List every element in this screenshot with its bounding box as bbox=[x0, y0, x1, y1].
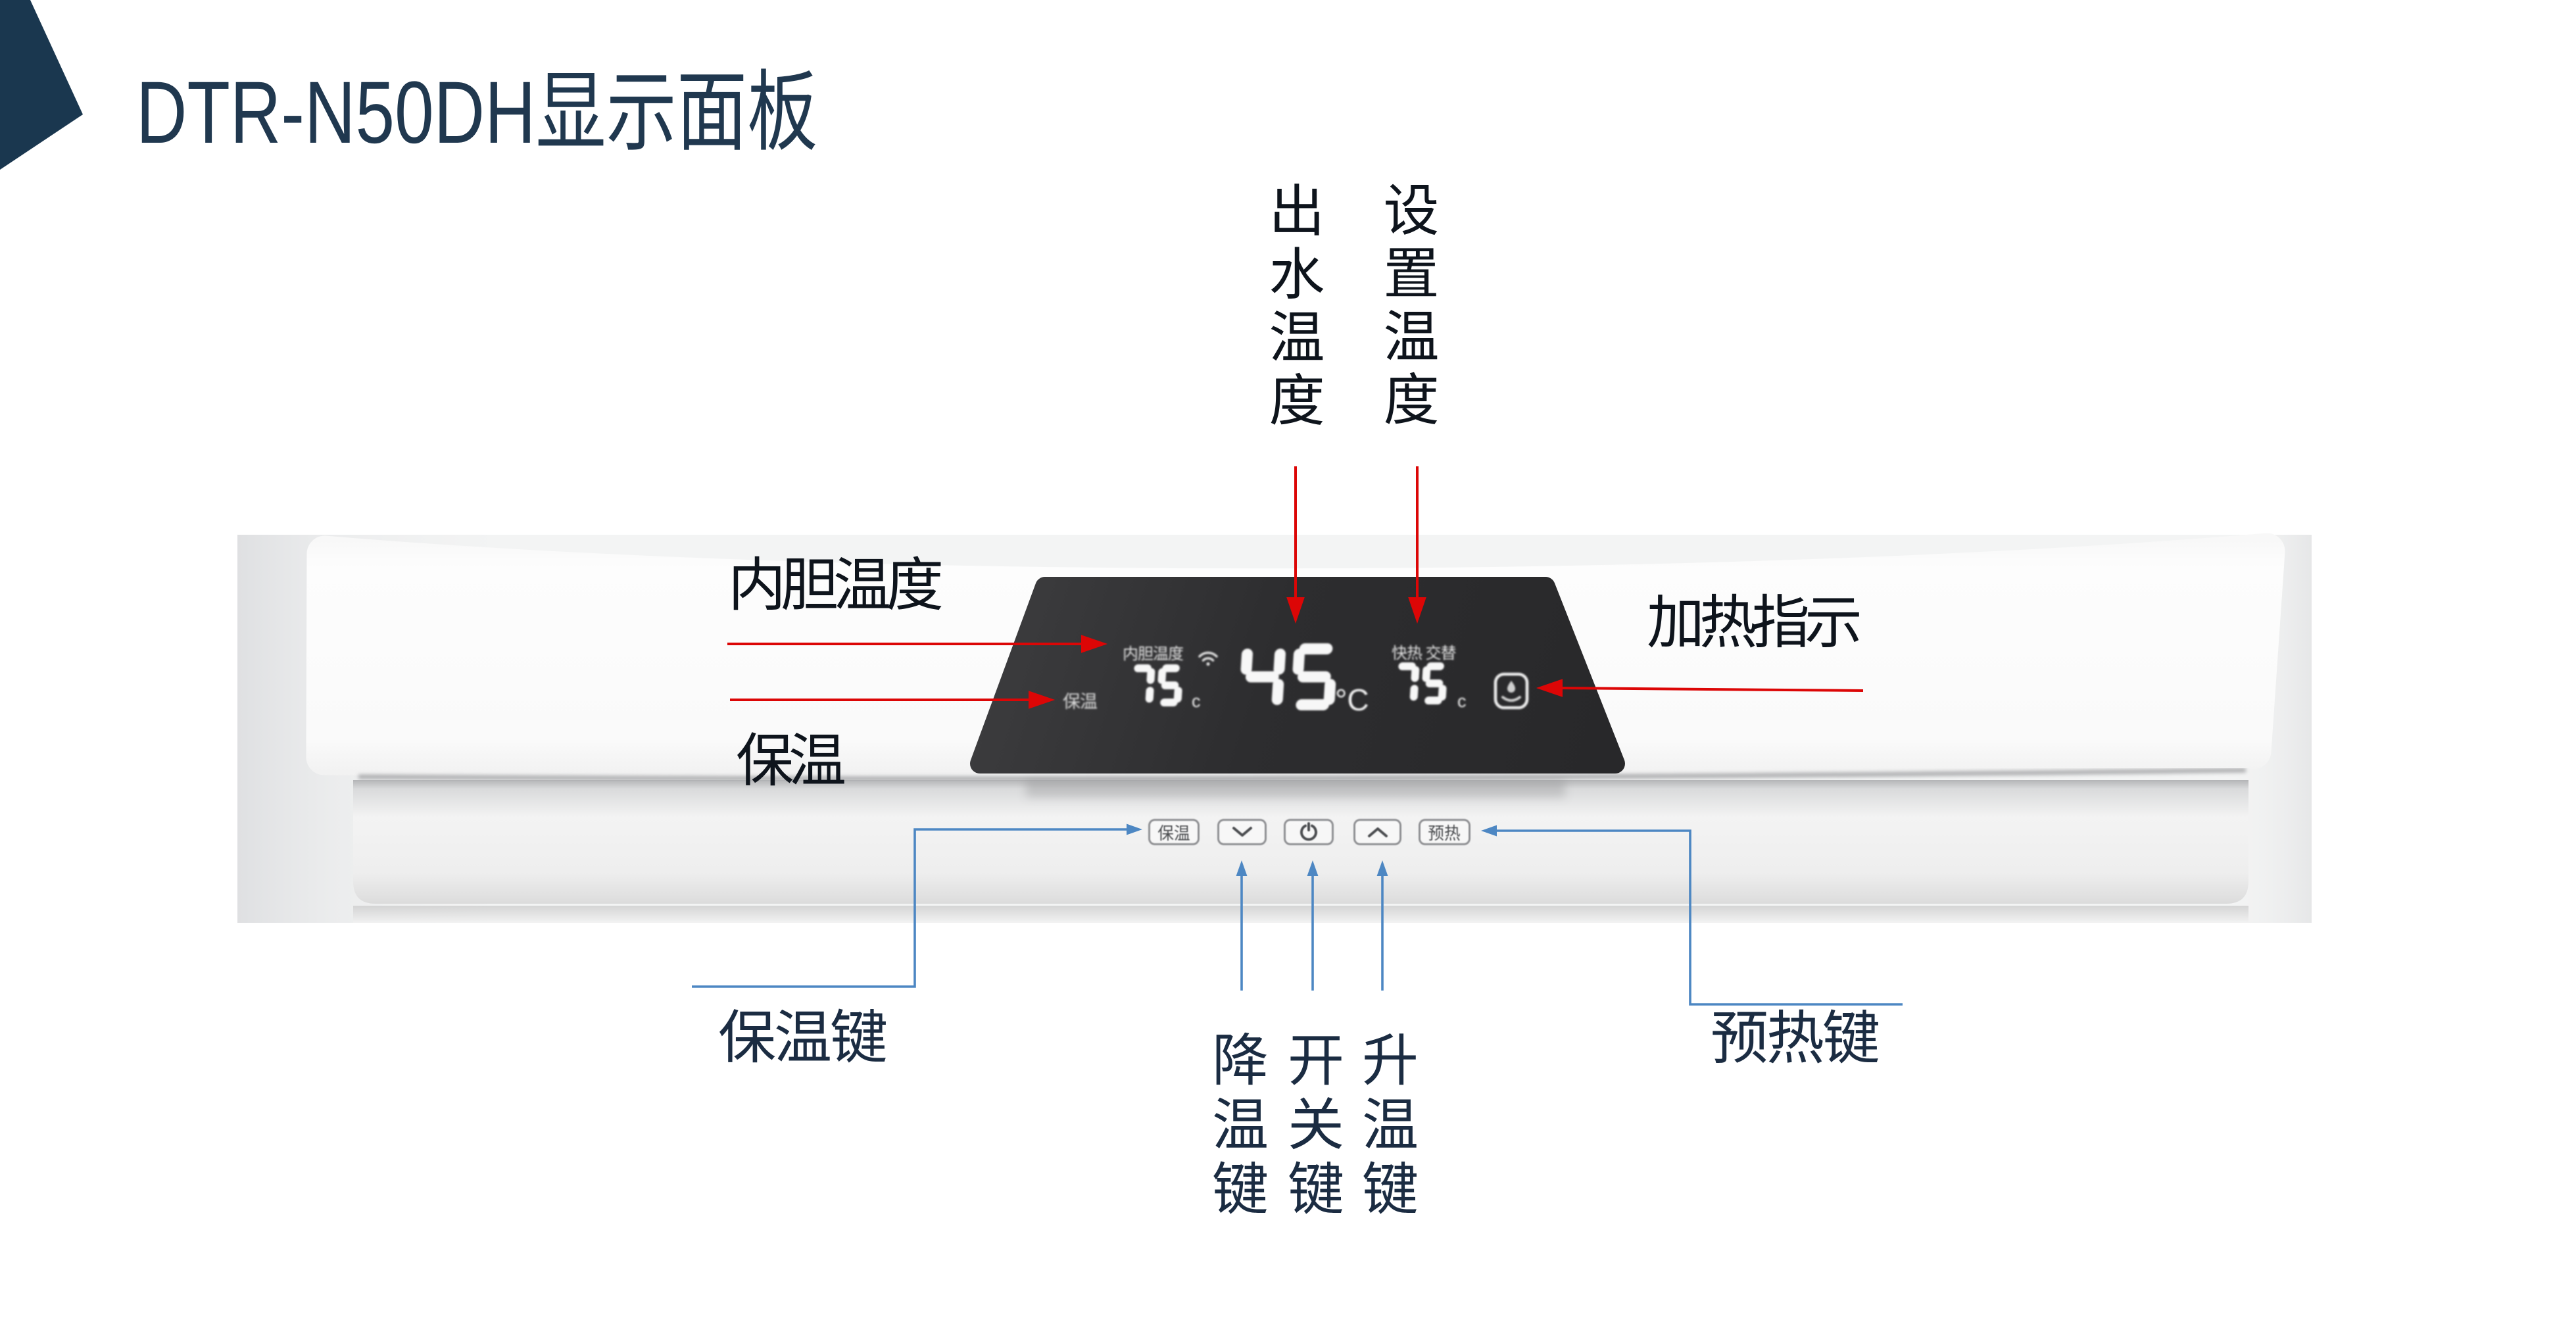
display-set-temp-value bbox=[1398, 662, 1447, 704]
device-button-temp-down[interactable] bbox=[1217, 819, 1267, 845]
annotation-power-key: 开关键 bbox=[1288, 1029, 1344, 1221]
panel-body-crease bbox=[358, 768, 2247, 781]
display-outlet-temp-value bbox=[1240, 643, 1336, 710]
line-preheat-key-head bbox=[1481, 825, 1497, 837]
arrow-outlet-temp-head bbox=[1286, 597, 1305, 624]
arrow-keep-warm-head bbox=[1029, 691, 1056, 709]
device-button-preheat[interactable]: 预热 bbox=[1419, 819, 1470, 845]
page-title: DTR-N50DH显示面板 bbox=[136, 64, 818, 162]
device-button-keep-warm-label: 保温 bbox=[1157, 823, 1190, 843]
arrow-set-temp-head bbox=[1408, 597, 1426, 624]
arrow-tank-temp-head bbox=[1081, 635, 1108, 653]
annotation-keep-warm: 保温 bbox=[736, 728, 846, 793]
annotation-preheat-key: 预热键 bbox=[1711, 1006, 1880, 1071]
line-keep-warm-key-head bbox=[1127, 823, 1142, 835]
power-icon bbox=[1300, 822, 1317, 841]
line-temp-up-key-head bbox=[1376, 860, 1388, 876]
annotation-keep-warm-key: 保温键 bbox=[718, 1005, 888, 1070]
annotation-temp-up-key: 升温键 bbox=[1362, 1029, 1419, 1221]
device-button-power[interactable] bbox=[1284, 819, 1334, 845]
display-content: 内胆温度 c 保温 °C 快热 交替 c bbox=[1063, 643, 1529, 717]
line-temp-down-key-head bbox=[1236, 860, 1248, 876]
annotation-outlet-temp: 出水温度 bbox=[1269, 181, 1325, 433]
annotation-set-temp: 设置温度 bbox=[1383, 180, 1440, 432]
red-annotation-arrows bbox=[727, 466, 1864, 709]
device-button-preheat-label: 预热 bbox=[1428, 823, 1461, 843]
display-tank-temp-unit: c bbox=[1192, 691, 1201, 711]
line-power-key-head bbox=[1307, 860, 1319, 876]
display-set-temp-label: 快热 交替 bbox=[1392, 645, 1457, 662]
product-photo: 内胆温度 c 保温 °C 快热 交替 c bbox=[237, 533, 2312, 923]
line-preheat-key bbox=[1495, 829, 1903, 1006]
arrow-heating-indicator-head bbox=[1536, 679, 1563, 697]
display-tank-temp-label: 内胆温度 bbox=[1123, 645, 1184, 663]
device-button-temp-up[interactable] bbox=[1353, 819, 1401, 845]
arrow-heating-indicator bbox=[1557, 687, 1864, 692]
annotation-temp-down-key: 降温键 bbox=[1212, 1029, 1269, 1221]
display-set-temp-unit: c bbox=[1457, 691, 1467, 711]
display-reflection bbox=[1026, 780, 1565, 797]
display-window bbox=[970, 577, 1625, 774]
display-keep-warm-indicator: 保温 bbox=[1063, 692, 1097, 712]
device-reflection bbox=[353, 906, 2248, 923]
display-outlet-temp-unit: °C bbox=[1335, 683, 1369, 717]
device-button-keep-warm[interactable]: 保温 bbox=[1148, 819, 1200, 845]
chevron-up-icon bbox=[1367, 827, 1388, 837]
blue-annotation-lines bbox=[692, 823, 1903, 1006]
corner-decoration bbox=[0, 0, 83, 170]
display-tank-temp-value bbox=[1134, 664, 1182, 706]
wifi-icon bbox=[1198, 651, 1218, 666]
annotation-tank-temp: 内胆温度 bbox=[728, 552, 944, 618]
heating-indicator-icon bbox=[1494, 672, 1529, 710]
annotation-heating-indicator: 加热指示 bbox=[1647, 590, 1862, 655]
line-keep-warm-key bbox=[692, 828, 1129, 988]
chevron-down-icon bbox=[1232, 827, 1252, 837]
